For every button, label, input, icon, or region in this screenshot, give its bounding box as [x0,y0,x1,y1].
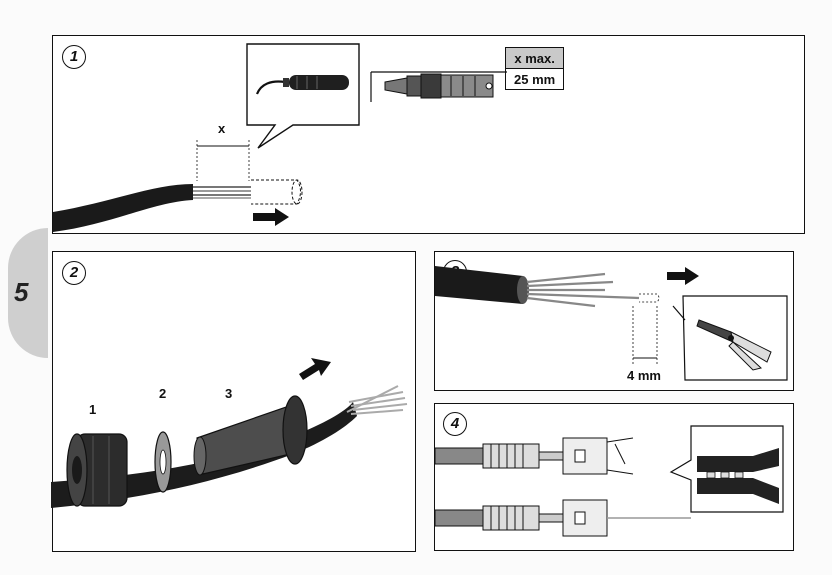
wire-stripper-icon [696,319,772,371]
table-header: x max. [504,47,565,69]
cable-strip-drawing [53,140,303,232]
stripped-end [639,293,660,303]
step-2-badge: 2 [62,261,86,285]
callout-bubble [246,43,360,149]
step-2-panel: 2 1 2 3 [51,251,416,552]
part-label-3: 3 [225,386,233,401]
step-3-panel: 3 4 mm [434,251,794,391]
dimension-label-4mm: 4 mm [627,368,661,383]
part-label-2: 2 [159,386,167,401]
table-value: 25 mm [504,68,565,90]
cap-nut [66,433,128,507]
step-1-badge: 1 [62,45,86,69]
wire-strands [346,385,408,415]
step-1-panel: 1 x max. 25 mm [52,35,805,234]
washer [154,431,172,493]
part-label-1: 1 [89,402,97,417]
crimp-tool-icon [697,448,779,504]
wires [526,272,640,308]
max-length-table: x max. 25 mm [504,47,565,90]
lower-wire [434,509,484,527]
cable-jacket [53,184,193,232]
pull-arrow [253,208,289,226]
cable-jacket [435,266,523,304]
connector-icon [370,71,507,102]
knife-callout [246,43,360,149]
step-4-badge: 4 [443,412,467,436]
dimension-label-x: x [218,121,226,136]
pull-arrow [667,267,699,285]
step-4-panel: 4 [434,403,794,551]
cable-knife-icon [255,75,349,95]
upper-wire [434,447,484,465]
section-tab [8,228,48,358]
insert-arrow [299,358,331,380]
assembly-drawing [51,358,408,508]
sealing-sleeve [193,395,308,476]
page-number: 5 [14,277,29,307]
